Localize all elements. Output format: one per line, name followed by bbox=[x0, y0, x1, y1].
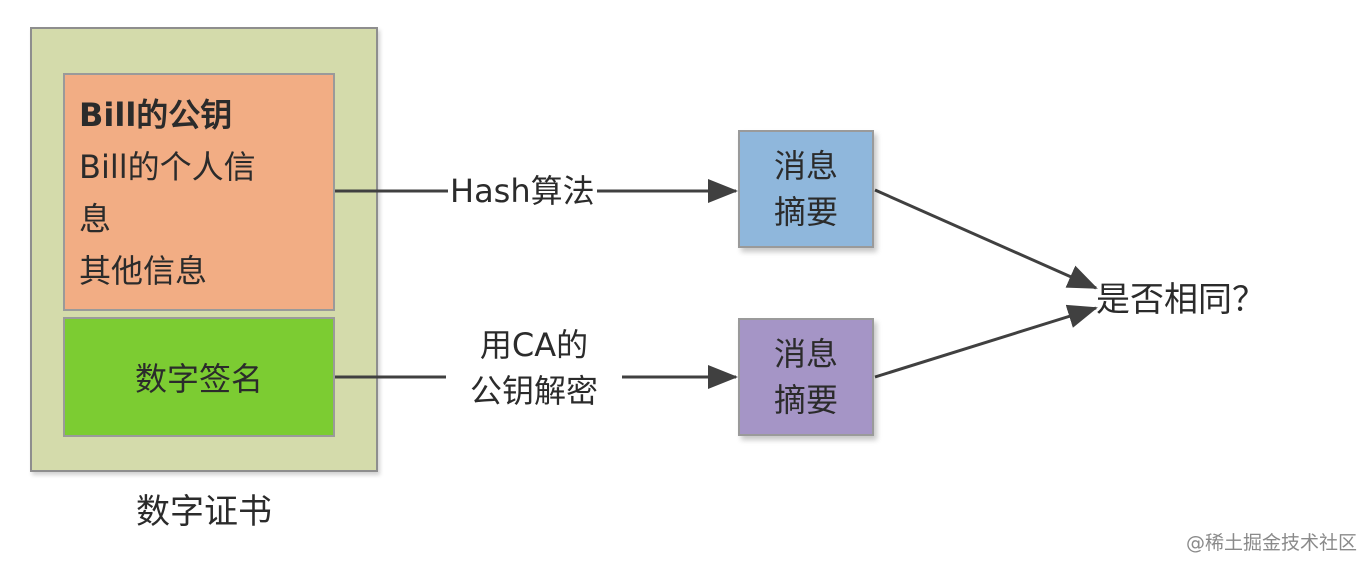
message-digest-top: 消息 摘要 bbox=[738, 130, 874, 248]
certificate-info-box: Bill的公钥 Bill的个人信 息 其他信息 bbox=[63, 73, 335, 311]
ca-decrypt-label-line2: 公钥解密 bbox=[469, 372, 598, 410]
ca-decrypt-label: 用CA的 公钥解密 bbox=[446, 322, 622, 414]
other-info-label: 其他信息 bbox=[79, 252, 208, 290]
certificate-caption: 数字证书 bbox=[136, 492, 272, 532]
digest-bottom-line1: 消息 bbox=[773, 335, 838, 373]
comparison-result-label: 是否相同？ bbox=[1096, 280, 1266, 320]
digest-bottom-line2: 摘要 bbox=[773, 381, 838, 419]
message-digest-bottom: 消息 摘要 bbox=[738, 318, 874, 436]
arrow-digest-top-to-result bbox=[874, 188, 1098, 290]
hash-algorithm-label: Hash算法 bbox=[448, 166, 597, 212]
site-watermark: @稀土掘金技术社区 bbox=[1186, 532, 1358, 554]
digital-signature-label: 数字签名 bbox=[134, 360, 263, 398]
digest-top-line1: 消息 bbox=[773, 147, 838, 185]
digital-signature-box: 数字签名 bbox=[63, 317, 335, 437]
digest-top-line2: 摘要 bbox=[773, 193, 838, 231]
personal-info-label-line1: Bill的个人信 bbox=[79, 148, 256, 186]
ca-decrypt-label-line1: 用CA的 bbox=[479, 326, 589, 364]
personal-info-label-line2: 息 bbox=[79, 200, 112, 238]
arrow-digest-bottom-to-result bbox=[874, 304, 1098, 379]
public-key-label: Bill的公钥 bbox=[79, 96, 233, 134]
